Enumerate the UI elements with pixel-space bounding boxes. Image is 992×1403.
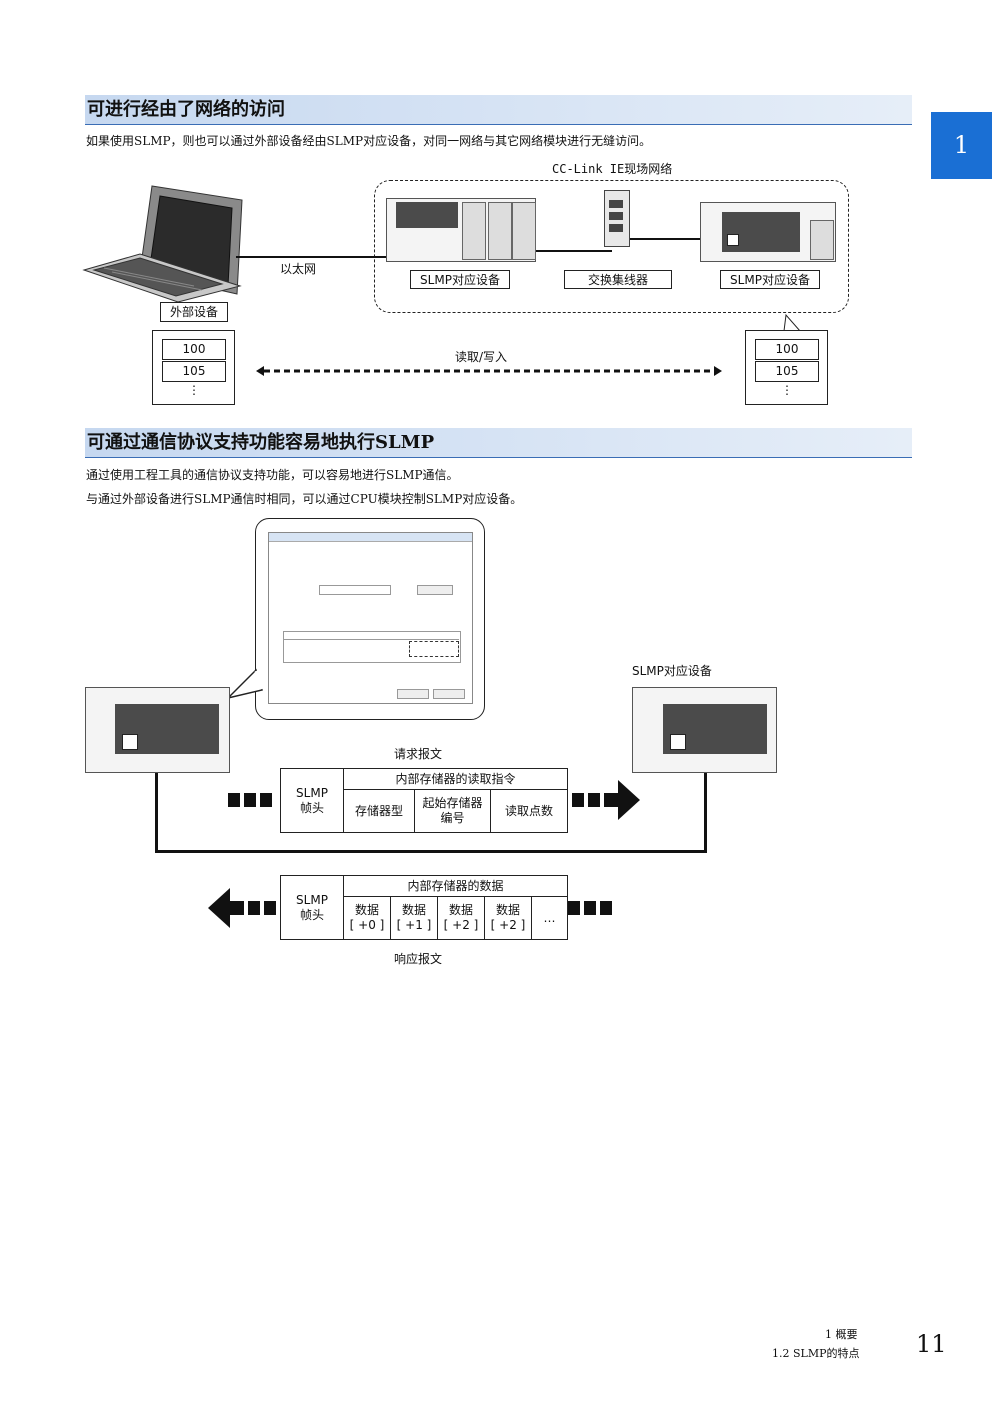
- memory-cell: 105: [755, 361, 819, 382]
- request-label: 请求报文: [394, 747, 443, 761]
- right-memory-table: 100 105 ⋮: [745, 330, 828, 405]
- cable-plc-hub: [534, 250, 612, 252]
- response-label: 响应报文: [394, 952, 443, 966]
- plc-expansion: [810, 220, 834, 260]
- chapter-tab[interactable]: 1: [931, 112, 992, 179]
- network-label: CC-Link IE现场网络: [552, 162, 673, 176]
- memory-cell: 100: [755, 339, 819, 360]
- footer-section: 1.2 SLMP的特点: [772, 1347, 860, 1360]
- request-field-start-number: 起始存储器 编号: [414, 789, 491, 833]
- section2-body-line2: 与通过外部设备进行SLMP通信时相同，可以通过CPU模块控制SLMP对应设备。: [86, 492, 523, 506]
- request-arrow: [228, 780, 640, 820]
- response-slmp-header: SLMP 帧头: [280, 875, 344, 940]
- slmp-device-label-1: SLMP对应设备: [410, 270, 510, 289]
- request-group-title: 内部存储器的读取指令: [343, 768, 568, 790]
- hub-label: 交换集线器: [564, 270, 672, 289]
- callout-pointer: [746, 313, 828, 332]
- plc-module-dark: [396, 202, 458, 228]
- ethernet-cable: [236, 256, 391, 258]
- response-field-data: 数据 [ +0 ]: [343, 896, 391, 940]
- network-boundary: [374, 180, 849, 313]
- request-field-read-count: 读取点数: [490, 789, 568, 833]
- ethernet-cable-loop: [155, 773, 707, 853]
- ethernet-port-icon: [670, 734, 686, 750]
- plc-module: [462, 202, 486, 260]
- bubble-pointer: [226, 668, 264, 700]
- left-memory-table: 100 105 ⋮: [152, 330, 235, 405]
- ethernet-port-icon: [727, 234, 739, 246]
- response-group-title: 内部存储器的数据: [343, 875, 568, 897]
- response-field-data: 数据 [ +2 ]: [437, 896, 485, 940]
- hub-port: [609, 212, 623, 220]
- memory-ellipsis: ⋮: [188, 383, 200, 397]
- section2-title: 可通过通信协议支持功能容易地执行SLMP: [85, 428, 912, 458]
- section2-body-line1: 通过使用工程工具的通信协议支持功能，可以容易地进行SLMP通信。: [86, 468, 459, 482]
- read-write-label: 读取/写入: [455, 350, 508, 364]
- response-field-data: 数据 [ +2 ]: [484, 896, 532, 940]
- response-field-ellipsis: …: [531, 896, 568, 940]
- dialog-table-cell-selected: [409, 641, 459, 657]
- slmp-device-label-2: SLMP对应设备: [720, 270, 820, 289]
- hub-port: [609, 224, 623, 232]
- response-field-data: 数据 [ +1 ]: [390, 896, 438, 940]
- plc-module: [512, 202, 536, 260]
- ethernet-port-icon: [122, 734, 138, 750]
- page-number: 11: [916, 1330, 947, 1358]
- section1-body: 如果使用SLMP，则也可以通过外部设备经由SLMP对应设备，对同一网络与其它网络…: [86, 134, 652, 148]
- dialog-table: [283, 631, 461, 663]
- dialog-ok-button: [397, 689, 429, 699]
- section1-title: 可进行经由了网络的访问: [85, 95, 912, 125]
- laptop-icon: [82, 185, 243, 302]
- protocol-dialog-thumbnail: [268, 532, 473, 704]
- request-slmp-header: SLMP 帧头: [280, 768, 344, 833]
- read-write-arrow: [256, 366, 722, 376]
- dialog-table-rule: [283, 639, 459, 640]
- dialog-cancel-button: [433, 689, 465, 699]
- memory-cell: 105: [162, 361, 226, 382]
- plc-front-dark: [722, 212, 800, 252]
- ethernet-label: 以太网: [280, 262, 317, 276]
- dialog-dropdown: [319, 585, 391, 595]
- external-device-label: 外部设备: [160, 302, 228, 322]
- footer-chapter: 1 概要: [825, 1328, 858, 1341]
- dialog-titlebar: [269, 533, 472, 542]
- plc-module: [488, 202, 512, 260]
- response-arrow: [208, 888, 612, 928]
- request-field-memory-type: 存储器型: [343, 789, 415, 833]
- memory-cell: 100: [162, 339, 226, 360]
- memory-ellipsis: ⋮: [781, 383, 793, 397]
- dialog-button: [417, 585, 453, 595]
- slmp-device-label: SLMP对应设备: [632, 664, 712, 678]
- cable-hub-plc: [630, 238, 726, 240]
- hub-port: [609, 200, 623, 208]
